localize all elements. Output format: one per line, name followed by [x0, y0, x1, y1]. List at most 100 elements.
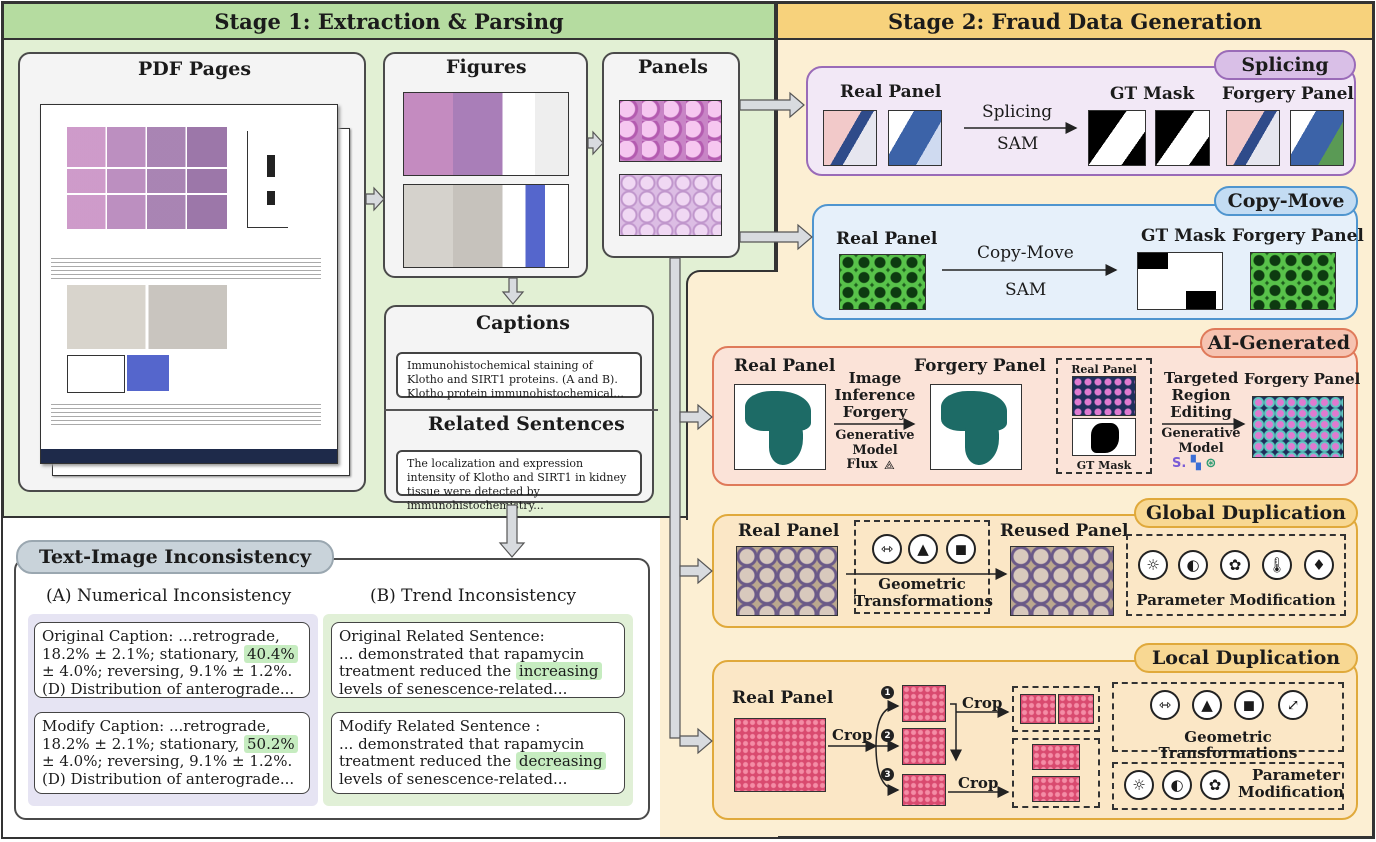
copy-move-tool: SAM [1005, 280, 1047, 300]
trend-orig-highlight: increasing [515, 662, 602, 680]
flux-icon: ⟁ [884, 458, 895, 472]
copy-move-forgery [1250, 252, 1336, 310]
orig-line-a: Original Caption: ...retrograde, [42, 627, 280, 645]
trend-mod-d: levels of senescence-related... [339, 769, 568, 788]
copy-move-mask [1137, 252, 1223, 310]
copy-move-real [839, 254, 926, 310]
pdf-page-front [40, 104, 338, 464]
trend-mod-a: Modify Related Sentence : [339, 717, 541, 735]
splicing-mask-2 [1155, 110, 1210, 166]
splicing-real-1 [823, 110, 877, 166]
contrast-icon: ◐ [1178, 550, 1208, 580]
saturation-icon: ♦ [1304, 550, 1334, 580]
ai-forgery-label: Forgery Panel [914, 356, 1046, 376]
model-logos-icon: S. ▚ ⊛ [1172, 456, 1217, 471]
global-real-label: Real Panel [738, 521, 840, 541]
numerical-title: (A) Numerical Inconsistency [46, 586, 292, 606]
splicing-gt-label: GT Mask [1110, 84, 1195, 104]
splicing-forgery-2 [1290, 110, 1344, 166]
global-param-label: Parameter Modification [1136, 591, 1336, 609]
related-label: Related Sentences [428, 413, 625, 435]
splicing-method: Splicing [982, 102, 1053, 122]
local-crop2: Crop [962, 694, 1003, 712]
stage2-title: Stage 2: Fraud Data Generation [776, 2, 1374, 40]
local-crop1: Crop [832, 726, 873, 744]
splicing-real-label: Real Panel [840, 82, 942, 102]
ai-method-1: Image [848, 369, 902, 387]
ai-gen-1: Generative [835, 428, 915, 443]
ai-inner-dashed [1056, 358, 1152, 474]
mod-highlight: 50.2% [244, 734, 298, 753]
temperature-icon: 🌡 [1262, 550, 1292, 580]
ai-edit-2: Region [1171, 386, 1231, 404]
caption-text: Immunohistochemical staining of Klotho a… [396, 352, 642, 400]
captions-divider [384, 409, 658, 411]
global-geo-1: Geometric [878, 575, 966, 593]
local-crop-thumb-1 [902, 685, 946, 722]
local-crop-thumb-3 [902, 774, 946, 806]
param-mod-dashed [1126, 534, 1346, 616]
numerical-original-caption: Original Caption: ...retrograde, 18.2% ±… [34, 622, 310, 698]
trend-mod-b: ... demonstrated that rapamycin [339, 734, 585, 753]
mod-line-b: 18.2% ± 2.1%; stationary, 50.2% [42, 734, 302, 754]
trend-orig-d: levels of senescence-related... [339, 679, 568, 698]
ai-generated-tag: AI-Generated [1200, 328, 1358, 358]
rotate-icon: ◼ [946, 534, 976, 564]
trend-modify-sentence: Modify Related Sentence : ... demonstrat… [331, 712, 625, 794]
ai-real-label: Real Panel [734, 356, 836, 376]
splicing-real-2 [888, 110, 942, 166]
local-out-1b [1058, 694, 1094, 724]
orig-line-b: 18.2% ± 2.1%; stationary, 40.4% [42, 644, 302, 664]
step-3-icon: 3 [881, 768, 894, 781]
copy-move-forgery-label: Forgery Panel [1232, 226, 1364, 246]
trend-orig-a: Original Related Sentence: [339, 627, 545, 645]
stage1-title: Stage 1: Extraction & Parsing [2, 2, 776, 40]
local-flip-icon: ⇿ [1150, 690, 1180, 720]
local-out-2b [1032, 776, 1080, 802]
pdf-pages-label: PDF Pages [138, 58, 252, 80]
panel-thumb-1 [619, 100, 722, 162]
panels-label: Panels [638, 56, 708, 78]
ai-edit-3: Editing [1170, 403, 1232, 421]
local-out-dashed-1 [1012, 686, 1100, 732]
local-resize-icon: ⤢ [1278, 690, 1308, 720]
ai-gen-3: Flux [846, 457, 878, 472]
numerical-modify-caption: Modify Caption: ...retrograde, 18.2% ± 2… [34, 712, 310, 794]
splicing-mask-1 [1088, 110, 1146, 166]
local-palette-icon: ✿ [1200, 770, 1230, 800]
local-rotate-icon: ◼ [1234, 690, 1264, 720]
related-text: The localization and expression intensit… [396, 450, 642, 512]
brightness-icon: ☼ [1138, 550, 1168, 580]
orig-line-d: (D) Distribution of anterograde... [42, 679, 295, 698]
local-geo-label: Geometric Transformations [1158, 728, 1298, 762]
splicing-tag: Splicing [1214, 50, 1356, 80]
flip-icon: ⇿ [872, 534, 902, 564]
local-out-1a [1020, 694, 1056, 724]
text-image-tag: Text-Image Inconsistency [16, 540, 334, 574]
ai-gen2-2: Model [1178, 441, 1224, 456]
figure-thumb-2 [403, 184, 569, 268]
captions-label: Captions [476, 312, 570, 334]
palette-icon: ✿ [1220, 550, 1250, 580]
orig-highlight: 40.4% [244, 644, 298, 663]
local-real-label: Real Panel [732, 688, 834, 708]
copy-move-tag: Copy-Move [1214, 186, 1358, 216]
ai-edit-1: Targeted [1164, 369, 1239, 387]
splicing-forgery-1 [1226, 110, 1280, 166]
panel-thumb-2 [619, 174, 722, 236]
global-geo-2: Transformations [854, 592, 993, 610]
step-2-icon: 2 [881, 729, 894, 742]
trend-orig-b: ... demonstrated that rapamycin [339, 644, 585, 663]
ai-forgery-map [930, 384, 1022, 470]
splicing-forgery-label: Forgery Panel [1222, 84, 1354, 104]
local-crop-thumb-2 [902, 728, 946, 765]
local-param-1: Parameter [1251, 766, 1340, 784]
local-param-dashed [1112, 762, 1344, 810]
trend-title: (B) Trend Inconsistency [370, 586, 577, 606]
trend-mod-c: treatment reduced the decreasing [339, 752, 617, 771]
figure-thumb-1 [403, 92, 569, 176]
perspective-icon: ▲ [908, 534, 938, 564]
ai-inner-real [1072, 376, 1136, 416]
local-geo-dashed [1112, 682, 1344, 752]
local-brightness-icon: ☼ [1124, 770, 1154, 800]
